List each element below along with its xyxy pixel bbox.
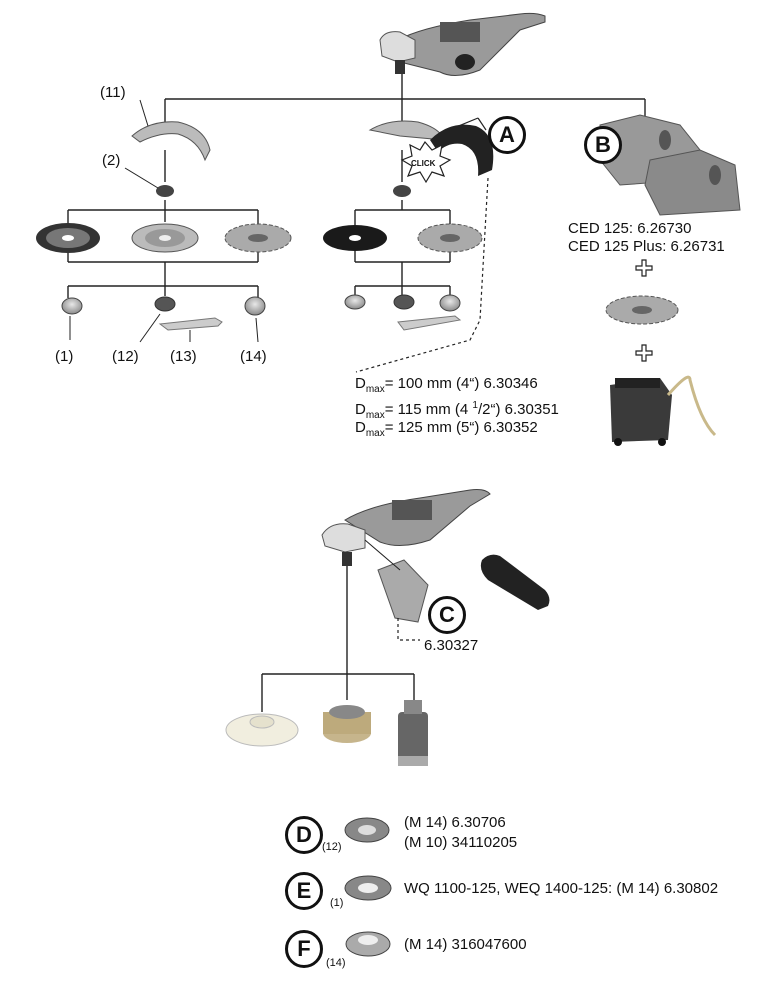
dmax-115: Dmax= 115 mm (4 1/2“) 6.30351	[355, 400, 559, 421]
part-d-m10: (M 10) 34110205	[404, 834, 518, 851]
quick-nut-icon	[344, 875, 392, 901]
dmax-125: Dmax= 125 mm (5“) 6.30352	[355, 419, 538, 439]
quick-nut-icon	[344, 817, 390, 843]
grinding-disc-icon	[36, 223, 100, 253]
ced-125-plus-part: CED 125 Plus: 6.26731	[568, 238, 725, 255]
pin-spanner-icon	[158, 317, 223, 331]
badge-a: A	[488, 116, 526, 154]
callout-2: (2)	[102, 152, 121, 169]
hand-grip-icon	[480, 554, 550, 610]
angle-grinder-icon	[379, 12, 546, 76]
flange-icon	[156, 185, 174, 197]
polishing-pad-icon	[225, 713, 299, 747]
callout-12: (12)	[112, 348, 139, 365]
callout-11: (11)	[100, 84, 126, 101]
flange-icon	[393, 185, 411, 197]
callout-1: (1)	[55, 348, 74, 365]
flap-disc-icon	[131, 223, 199, 253]
clamping-nut-icon	[61, 296, 266, 316]
part-d-m14: (M 14) 6.30706	[404, 814, 506, 831]
callout-leaders	[69, 99, 259, 343]
diamond-disc-icon	[605, 295, 679, 325]
part-e: WQ 1100-125, WEQ 1400-125: (M 14) 6.3080…	[404, 880, 719, 897]
plus-icon	[635, 259, 653, 362]
click-burst-icon	[400, 140, 452, 184]
dust-hood-icon	[599, 114, 741, 216]
arrow-a	[443, 117, 479, 133]
f-callout: (14)	[326, 957, 346, 969]
badge-b: B	[584, 126, 622, 164]
ced-125-part: CED 125: 6.26730	[568, 220, 692, 237]
click-label: CLICK	[411, 159, 436, 168]
support-plate-icon	[377, 559, 429, 623]
quick-nut-icon	[345, 931, 391, 957]
core-bit-icon	[398, 700, 428, 766]
guard-icon	[368, 120, 445, 141]
badge-c: C	[428, 596, 466, 634]
d-callout: (12)	[322, 841, 342, 853]
guard-icon	[131, 121, 211, 162]
part-c-number: 6.30327	[424, 637, 479, 654]
cutting-disc-icon	[323, 225, 387, 251]
callout-14: (14)	[240, 348, 267, 365]
part-f: (M 14) 316047600	[404, 936, 527, 953]
badge-d: D	[285, 816, 323, 854]
angle-grinder-icon	[321, 489, 491, 566]
vacuum-cleaner-icon	[610, 375, 717, 446]
connector-lines-bottom	[261, 566, 415, 712]
dmax-100: Dmax= 100 mm (4“) 6.30346	[355, 375, 538, 395]
wire-brush-icon	[323, 705, 371, 743]
badge-f: F	[285, 930, 323, 968]
callout-13: (13)	[170, 348, 197, 365]
clamping-nut-icon	[344, 294, 462, 331]
dashed-connector	[355, 177, 489, 373]
diamond-disc-icon	[224, 223, 292, 253]
diamond-disc-icon	[417, 223, 483, 253]
badge-e: E	[285, 872, 323, 910]
cutting-guard-icon	[430, 124, 494, 176]
e-callout: (1)	[330, 897, 344, 909]
